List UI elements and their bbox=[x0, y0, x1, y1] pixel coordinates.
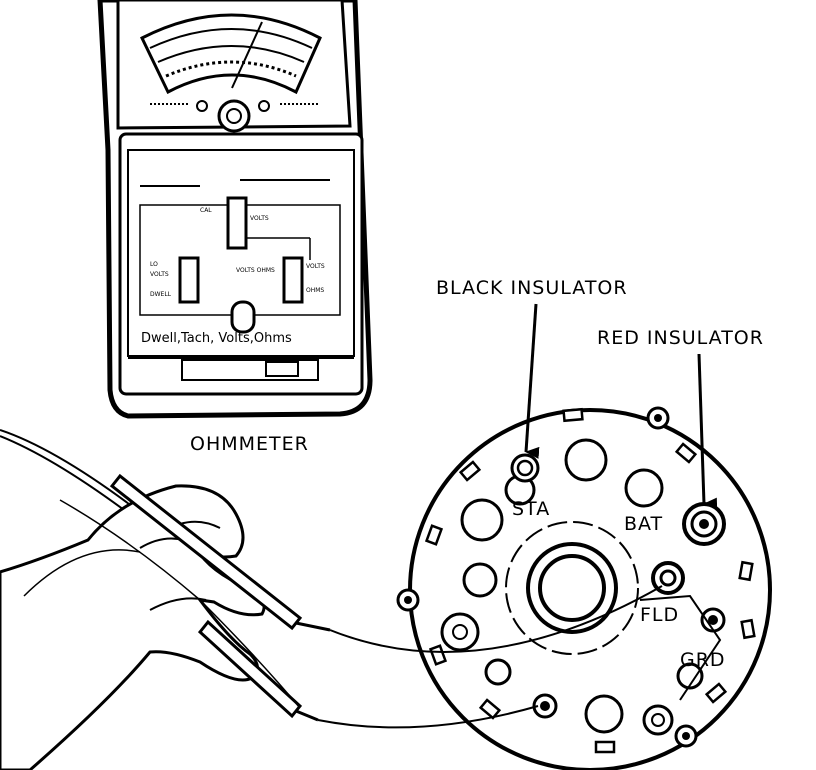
bat-label: BAT bbox=[624, 513, 663, 535]
fld-terminal bbox=[651, 561, 685, 595]
function-switch-right bbox=[282, 256, 304, 304]
hand bbox=[0, 484, 266, 770]
lead-to-ground bbox=[317, 705, 539, 729]
red-insulator-arrow bbox=[697, 353, 718, 510]
svg-text:VOLTS: VOLTS bbox=[250, 215, 269, 222]
ohmmeter: CAL VOLTS LO VOLTS VOLTS OHMS VOLTS OHMS… bbox=[97, 0, 373, 419]
svg-text:LO: LO bbox=[150, 261, 158, 268]
black-insulator-arrow bbox=[524, 303, 540, 459]
function-switch-left bbox=[178, 256, 200, 304]
bat-terminal bbox=[682, 502, 726, 546]
range-switch bbox=[226, 196, 248, 250]
grd-terminal bbox=[700, 607, 726, 633]
svg-text:OHMS: OHMS bbox=[306, 287, 324, 294]
grd-label: GRD bbox=[680, 649, 726, 671]
ground-stud bbox=[532, 693, 558, 719]
probe-lower bbox=[197, 619, 303, 719]
ohmmeter-label: OHMMETER bbox=[190, 433, 309, 455]
sta-label: STA bbox=[512, 498, 550, 520]
svg-text:VOLTS OHMS: VOLTS OHMS bbox=[236, 267, 275, 274]
svg-text:DWELL: DWELL bbox=[150, 291, 172, 298]
meter-display bbox=[265, 361, 299, 377]
mode-selector bbox=[230, 300, 256, 334]
lead-to-fld bbox=[329, 585, 663, 653]
alternator-end-frame bbox=[396, 406, 772, 770]
probe-upper bbox=[109, 473, 303, 631]
hand-with-probes bbox=[0, 429, 663, 770]
red-insulator-label: RED INSULATOR bbox=[597, 327, 764, 349]
meter-needle bbox=[231, 21, 263, 89]
sta-terminal bbox=[510, 453, 540, 483]
black-insulator-label: BLACK INSULATOR bbox=[436, 277, 628, 299]
svg-text:VOLTS: VOLTS bbox=[306, 263, 325, 270]
svg-text:VOLTS: VOLTS bbox=[150, 271, 169, 278]
svg-text:CAL: CAL bbox=[200, 207, 212, 214]
fld-label: FLD bbox=[640, 604, 679, 626]
meter-modes-label: Dwell,Tach, Volts,Ohms bbox=[141, 331, 292, 346]
